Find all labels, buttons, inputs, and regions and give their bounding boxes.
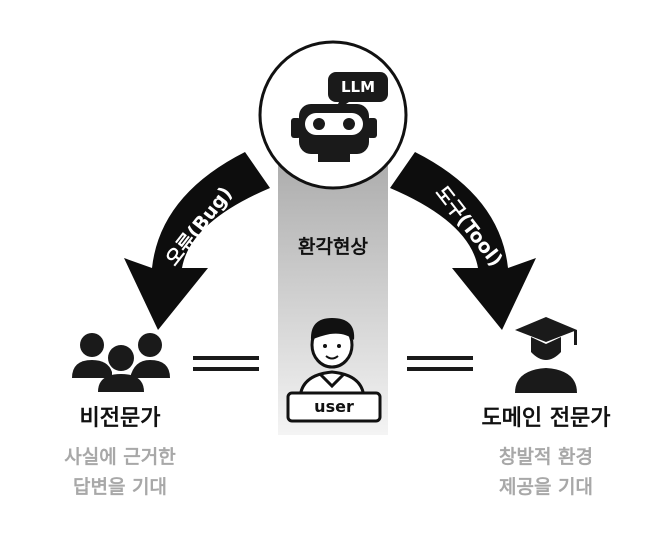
llm-label: LLM — [340, 78, 376, 96]
tool-arrow — [390, 152, 536, 330]
bug-arrow — [124, 152, 270, 330]
domain-expert-desc-line1: 창발적 환경 — [498, 446, 593, 468]
equals-icon-right — [407, 356, 473, 371]
user-box — [286, 391, 382, 423]
equals-icon — [193, 356, 259, 371]
non-expert-desc-line1: 사실에 근거한 — [64, 446, 176, 468]
domain-expert-desc: 창발적 환경 제공을 기대 — [446, 442, 646, 502]
domain-expert-title: 도메인 전문가 — [481, 406, 611, 431]
non-expert-desc-line2: 답변을 기대 — [72, 476, 167, 498]
hallucination-label: 환각현상 — [298, 236, 368, 258]
non-expert-desc: 사실에 근거한 답변을 기대 — [20, 442, 220, 502]
user-label: user — [314, 397, 354, 416]
domain-expert-desc-line2: 제공을 기대 — [498, 476, 593, 498]
non-expert-title: 비전문가 — [79, 406, 161, 431]
group-people-icon — [72, 333, 170, 392]
graduate-icon — [515, 317, 577, 393]
robot-icon — [291, 104, 377, 162]
